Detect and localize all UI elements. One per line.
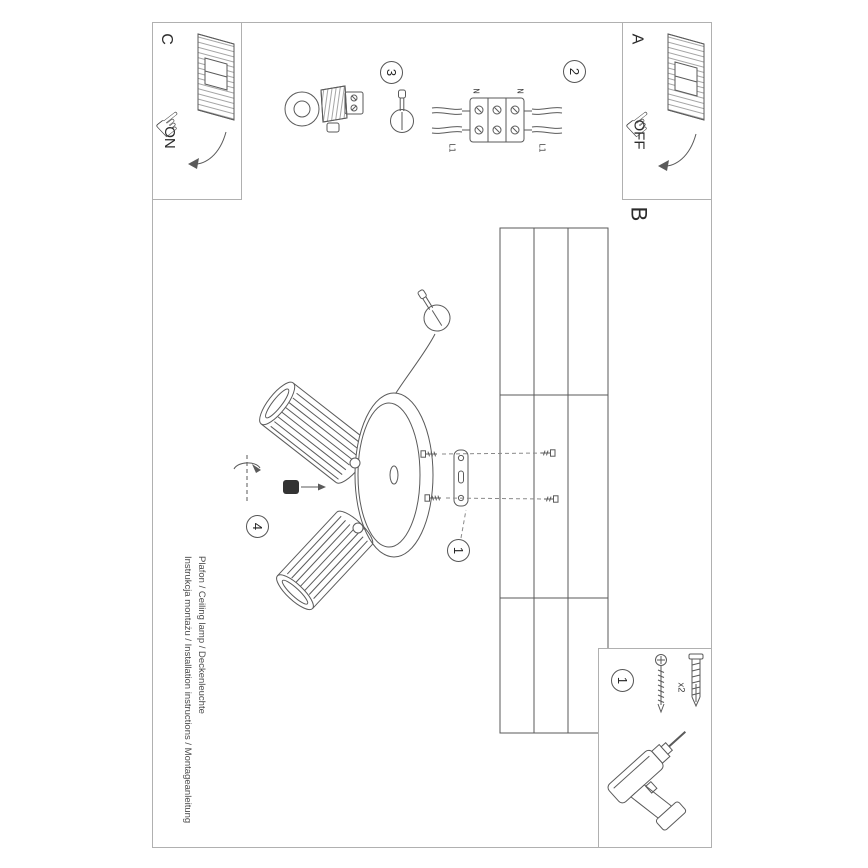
side-text-block: Plafon / Ceiling lamp / Deckenleuchte In… (176, 556, 210, 856)
mounting-diagram (233, 227, 609, 734)
knob-icon (326, 122, 340, 133)
screw-icon (655, 654, 667, 714)
pivot-knob-icon (352, 522, 364, 534)
screw-icon (541, 449, 556, 457)
wire-label-l1-left: L1 (448, 144, 457, 153)
step-1-number: 1 (450, 546, 466, 555)
rotation-arrow-icon (233, 455, 261, 502)
terminal-block-illustration: N N L1 L1 (431, 88, 563, 153)
light-switch-icon (667, 33, 705, 121)
pivot-knob-icon (349, 457, 361, 469)
parts-step-badge: 1 (611, 669, 634, 692)
bulb-icon (283, 480, 326, 494)
step-1-badge: 1 (447, 539, 470, 562)
flip-arrow-icon (658, 133, 697, 171)
wire-label-n-left: N (472, 88, 481, 94)
step-4-badge: 4 (246, 515, 269, 538)
screw-quantity: x2 (675, 681, 687, 693)
screw-icon (420, 450, 437, 458)
canopy-icon (354, 392, 434, 558)
lamp-shade-upper-icon (259, 381, 371, 484)
pointing-hand-icon: ☞ (146, 99, 195, 149)
step-3-number: 3 (383, 68, 399, 77)
light-switch-icon (197, 33, 235, 121)
step-2-number: 2 (566, 67, 582, 76)
step-2-badge: 2 (563, 60, 586, 83)
step-3-badge: 3 (380, 61, 403, 84)
lamp-holder-icon (320, 85, 364, 133)
screwdriver-icon (417, 289, 451, 332)
parts-step-number: 1 (614, 676, 630, 685)
alignment-dashed-line (445, 497, 547, 500)
drill-icon (607, 731, 687, 831)
side-text-title: Instrukcja montażu / Installation instru… (182, 556, 193, 824)
screw-icon (424, 494, 441, 502)
screwdriver-icon (390, 89, 414, 133)
wire-icon (431, 107, 563, 134)
flip-arrow-icon (188, 131, 227, 169)
alignment-dashed-line (441, 452, 545, 455)
wire-icon (393, 333, 436, 397)
shade-ring-icon (284, 91, 320, 127)
switch-on-illustration: ☞ (146, 33, 235, 169)
socket-illustration (284, 85, 364, 133)
lamp-shade-lower-icon (276, 510, 374, 611)
side-text-product: Plafon / Ceiling lamp / Deckenleuchte (196, 556, 207, 714)
wall-plug-icon (688, 653, 704, 708)
pointing-hand-icon: ☞ (616, 99, 665, 149)
step-4-number: 4 (249, 522, 265, 531)
wire-label-n-right: N (516, 88, 525, 94)
switch-off-illustration: ☞ (616, 33, 705, 171)
screw-icon (544, 495, 559, 503)
section-b-label: B (626, 206, 651, 222)
section-b-label-wrap: B (624, 198, 652, 230)
drill-illustration (607, 731, 687, 831)
terminal-block-icon (469, 97, 525, 143)
mounting-bracket-icon (453, 449, 469, 507)
ceiling-panel-icon (499, 227, 609, 734)
step-1-leader-line (460, 509, 467, 539)
wire-label-l1-right: L1 (538, 144, 547, 153)
